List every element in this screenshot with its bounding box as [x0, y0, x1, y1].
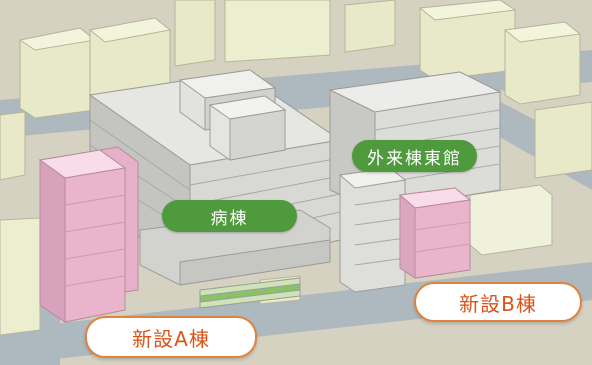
new-building-a: [38, 146, 139, 323]
new-building-a-label: 新設A棟: [85, 316, 257, 358]
new-building-b: [398, 187, 472, 279]
new-building-b-label: 新設B棟: [414, 282, 582, 322]
background-buildings: [0, 0, 592, 336]
outpatient-east-building: [328, 71, 502, 293]
ward-label: 病棟: [162, 200, 297, 232]
outpatient-east-label: 外来棟東館: [352, 140, 477, 172]
